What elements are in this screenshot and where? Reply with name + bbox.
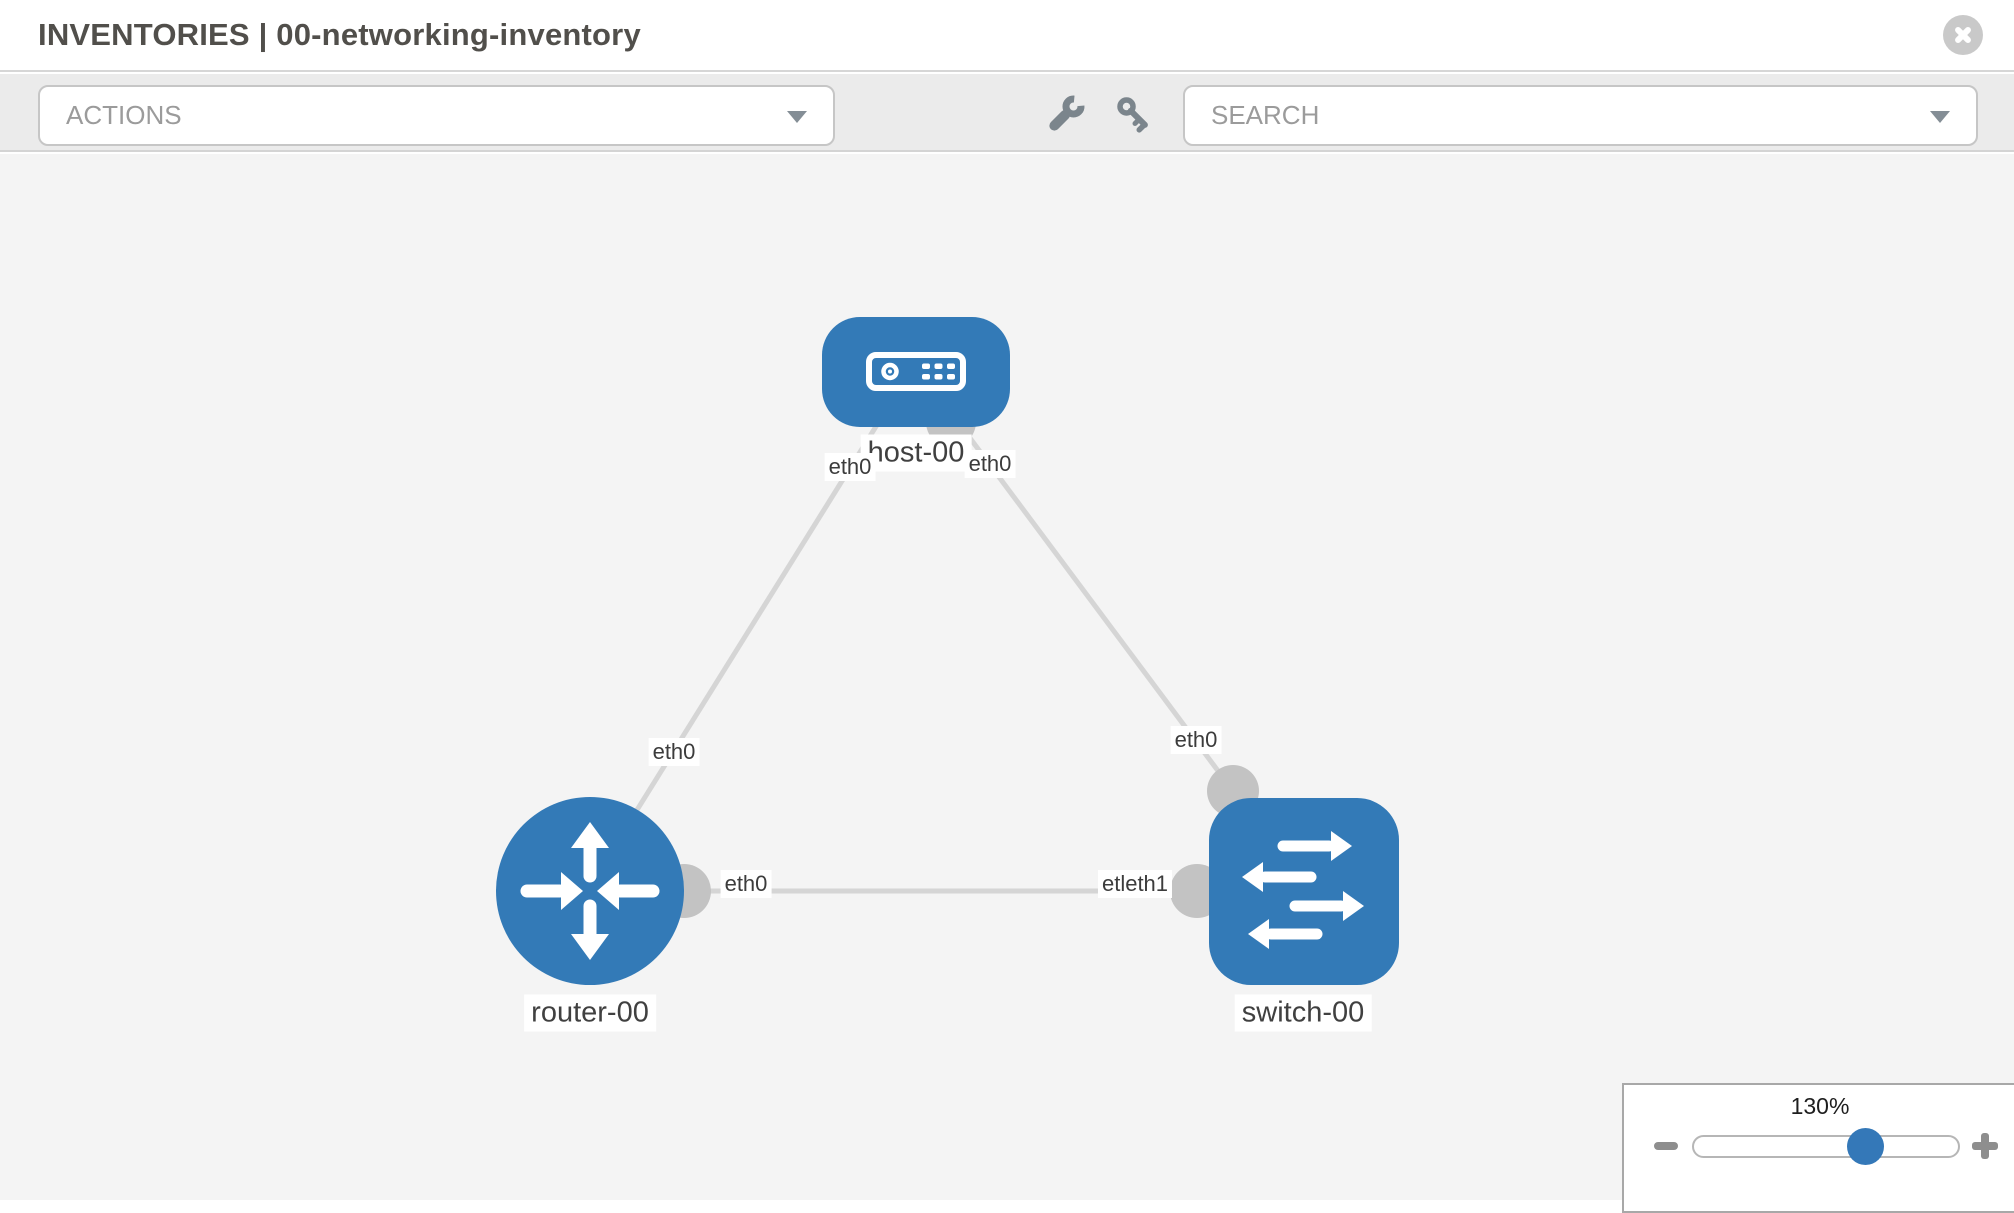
zoom-slider[interactable]: [1692, 1135, 1960, 1158]
node-label-host: host-00: [860, 434, 972, 472]
chevron-down-icon: [1930, 110, 1950, 123]
actions-dropdown-label: ACTIONS: [66, 100, 182, 130]
key-button[interactable]: [1113, 93, 1157, 137]
zoom-slider-knob[interactable]: [1847, 1128, 1884, 1165]
iface-label-host-to-switch: eth0: [964, 450, 1016, 478]
wrench-button[interactable]: [1043, 93, 1087, 137]
node-label-switch: switch-00: [1234, 994, 1372, 1032]
chevron-down-icon: [787, 110, 807, 123]
iface-label-host-to-router: eth0: [824, 453, 876, 481]
header: INVENTORIES | 00-networking-inventory: [0, 0, 2014, 72]
node-switch-00[interactable]: [1209, 798, 1399, 985]
iface-label-router-to-host: eth0: [648, 738, 700, 766]
zoom-out-button[interactable]: [1654, 1142, 1678, 1150]
iface-label-switch-to-host: eth0: [1170, 726, 1222, 754]
close-button[interactable]: [1943, 15, 1983, 55]
zoom-level: 130%: [1790, 1093, 1850, 1119]
search-dropdown-label: SEARCH: [1211, 100, 1320, 130]
host-icon: [866, 352, 966, 391]
node-host-00[interactable]: [822, 317, 1010, 427]
node-router-00[interactable]: [496, 797, 684, 985]
router-icon: [520, 822, 660, 960]
zoom-in-button[interactable]: [1968, 1129, 2002, 1163]
toolbar: ACTIONS SEARCH: [0, 74, 2014, 152]
iface-label-switch-to-router: etleth1: [1097, 870, 1173, 898]
zoom-panel: 130%: [1622, 1083, 2014, 1213]
iface-label-router-to-switch: eth0: [720, 870, 772, 898]
wrench-icon: [1049, 95, 1085, 131]
search-dropdown[interactable]: SEARCH: [1183, 85, 1978, 146]
topology-canvas[interactable]: host-00 router-00 switch-00 eth0 eth0 et…: [0, 154, 2014, 1200]
plus-icon: [1981, 1133, 1989, 1159]
node-label-router: router-00: [524, 994, 656, 1032]
key-icon: [1117, 97, 1148, 133]
switch-icon: [1242, 831, 1364, 949]
actions-dropdown[interactable]: ACTIONS: [38, 85, 835, 146]
page-title: INVENTORIES | 00-networking-inventory: [38, 17, 641, 52]
